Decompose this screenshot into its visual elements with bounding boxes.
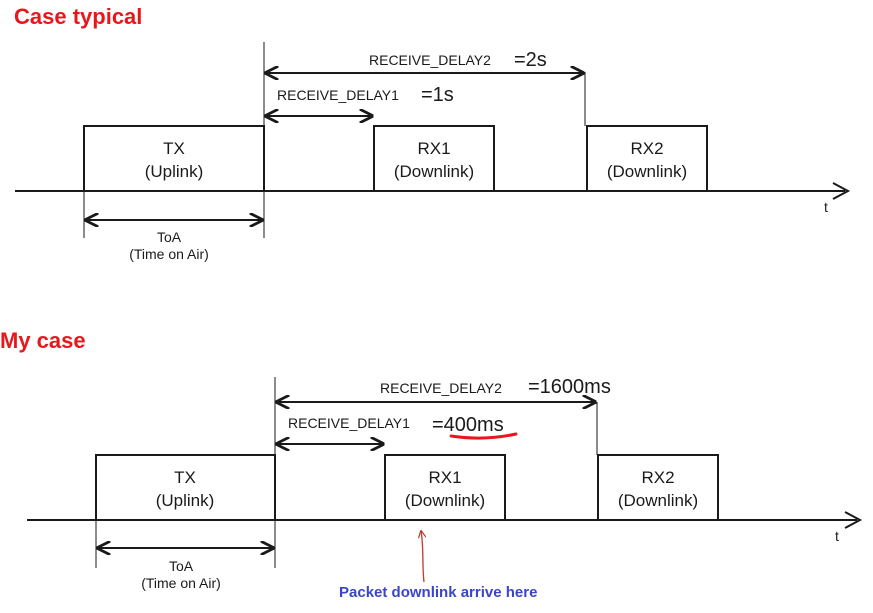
typical-case-heading: Case typical [14, 4, 142, 29]
typical-delay2-value: =2s [514, 49, 547, 71]
typical-tx-box [83, 125, 265, 192]
typical-rx1-box [373, 125, 495, 192]
typical-tx-title: TX [163, 139, 185, 158]
typical-toa-label: ToA [157, 229, 182, 245]
typical-toa-sublabel: (Time on Air) [129, 246, 209, 262]
my-case-diagram: My case t TX (Uplink) RX1 (Downlink) RX2… [0, 328, 863, 601]
typical-rx2-title: RX2 [630, 139, 663, 158]
typical-delay1-label: RECEIVE_DELAY1 [277, 87, 399, 103]
my-delay1-value: =400ms [432, 414, 504, 436]
my-rx1-box [384, 454, 506, 521]
my-time-axis-arrowhead [844, 511, 863, 529]
typical-time-axis-arrowhead [832, 182, 851, 200]
typical-rx1-title: RX1 [417, 139, 450, 158]
my-delay2-value: =1600ms [528, 376, 611, 398]
typical-case-diagram: Case typical t TX (Uplink) RX1 (Downlink… [14, 4, 851, 262]
my-rx2-box [597, 454, 719, 521]
my-case-heading: My case [0, 328, 86, 353]
my-tx-subtitle: (Uplink) [156, 491, 215, 510]
typical-tx-subtitle: (Uplink) [145, 162, 204, 181]
my-toa-sublabel: (Time on Air) [141, 575, 221, 591]
my-rx1-subtitle: (Downlink) [405, 491, 485, 510]
my-delay2-label: RECEIVE_DELAY2 [380, 380, 502, 396]
my-delay1-underline [449, 432, 518, 440]
typical-delay1-value: =1s [421, 84, 454, 106]
my-rx1-title: RX1 [428, 468, 461, 487]
my-axis-label: t [835, 528, 839, 544]
typical-delay2-label: RECEIVE_DELAY2 [369, 52, 491, 68]
my-rx2-title: RX2 [641, 468, 674, 487]
my-rx2-subtitle: (Downlink) [618, 491, 698, 510]
my-tx-box [95, 454, 276, 521]
my-delay1-label: RECEIVE_DELAY1 [288, 415, 410, 431]
downlink-arrival-note: Packet downlink arrive here [339, 584, 537, 601]
typical-rx2-box [586, 125, 708, 192]
downlink-arrival-arrow [421, 531, 424, 583]
my-tx-title: TX [174, 468, 196, 487]
typical-rx2-subtitle: (Downlink) [607, 162, 687, 181]
typical-axis-label: t [824, 199, 828, 215]
my-toa-label: ToA [169, 558, 194, 574]
typical-rx1-subtitle: (Downlink) [394, 162, 474, 181]
